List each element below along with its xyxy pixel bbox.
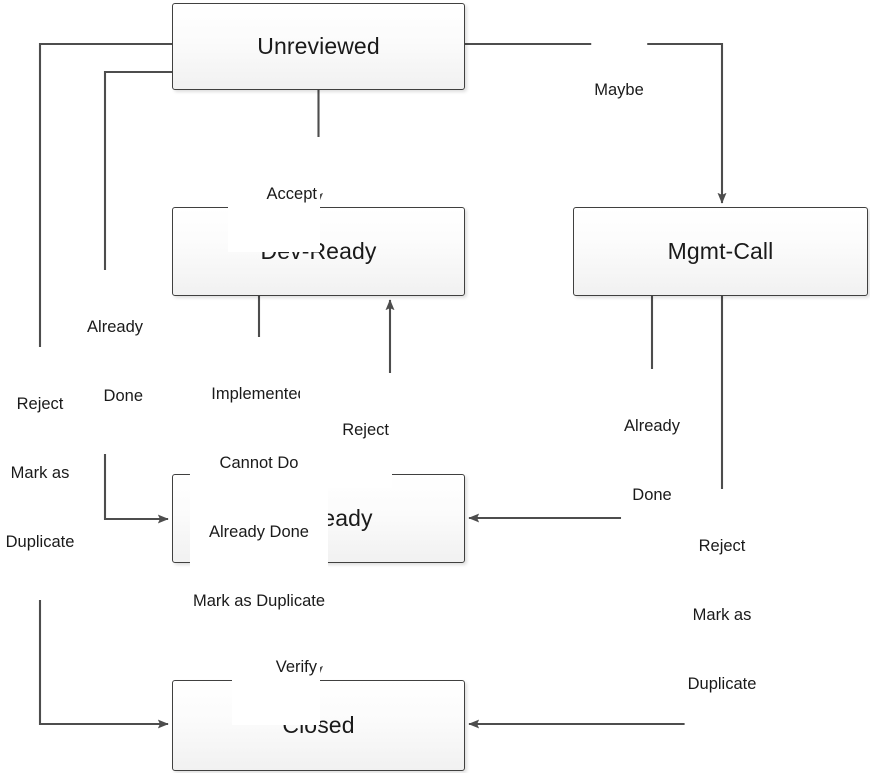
edge-label-accept-line1: Accept xyxy=(266,185,317,203)
edge-label-mgmt-reject-duplicate-line2: Mark as xyxy=(692,606,752,624)
edge-label-already-done-left-line2: Done xyxy=(103,387,143,405)
edge-label-mgmt-reject-duplicate: Reject Mark as Duplicate xyxy=(684,489,760,742)
edge-label-mgmt-already-done: Already Done xyxy=(621,369,683,553)
edge-label-reject-duplicate-left-line2: Mark as xyxy=(10,464,70,482)
edge-label-qa-reject: Reject xyxy=(300,373,392,488)
edge-maybe-path xyxy=(465,42,727,204)
state-node-unreviewed[interactable]: Unreviewed xyxy=(172,3,465,90)
edge-label-verify-line1: Verify xyxy=(275,658,317,676)
edge-label-dev-to-qa-line3: Already Done xyxy=(209,523,309,541)
edge-label-dev-to-qa-line4: Mark as Duplicate xyxy=(192,592,326,610)
edge-label-maybe-line1: Maybe xyxy=(594,81,644,99)
edge-label-dev-to-qa-line1: Implemented xyxy=(211,385,307,403)
state-node-mgmt-call[interactable]: Mgmt-Call xyxy=(573,207,868,296)
edge-label-reject-duplicate-left-line3: Duplicate xyxy=(5,533,75,551)
edge-label-dev-to-qa-line2: Cannot Do xyxy=(219,454,299,472)
edge-label-verify: Verify xyxy=(232,610,320,725)
edge-label-mgmt-reject-duplicate-line3: Duplicate xyxy=(687,675,757,693)
state-label-unreviewed: Unreviewed xyxy=(257,33,380,59)
edge-label-mgmt-already-done-line2: Done xyxy=(632,486,672,504)
edge-label-accept: Accept xyxy=(228,137,320,252)
edge-label-maybe: Maybe xyxy=(591,33,647,148)
edge-label-qa-reject-line1: Reject xyxy=(342,421,389,439)
edge-label-already-done-left-line1: Already xyxy=(87,318,143,336)
edge-label-mgmt-reject-duplicate-line1: Reject xyxy=(698,537,746,555)
edge-label-reject-duplicate-left: Reject Mark as Duplicate xyxy=(2,347,78,600)
edge-label-mgmt-already-done-line1: Already xyxy=(624,417,680,435)
edge-label-reject-duplicate-left-line1: Reject xyxy=(16,395,64,413)
state-label-mgmt-call: Mgmt-Call xyxy=(667,238,774,264)
